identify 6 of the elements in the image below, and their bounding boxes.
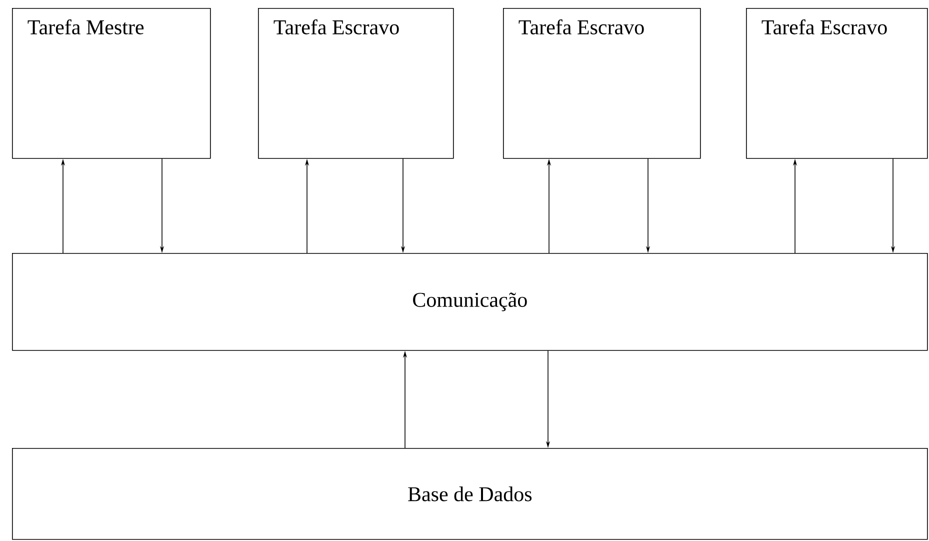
task-box: Tarefa Escravo [503, 8, 701, 159]
task-box: Tarefa Escravo [258, 8, 454, 159]
layer-box: Base de Dados [12, 448, 928, 540]
layer-box: Comunicação [12, 253, 928, 351]
task-box: Tarefa Mestre [12, 8, 211, 159]
task-box: Tarefa Escravo [746, 8, 928, 159]
